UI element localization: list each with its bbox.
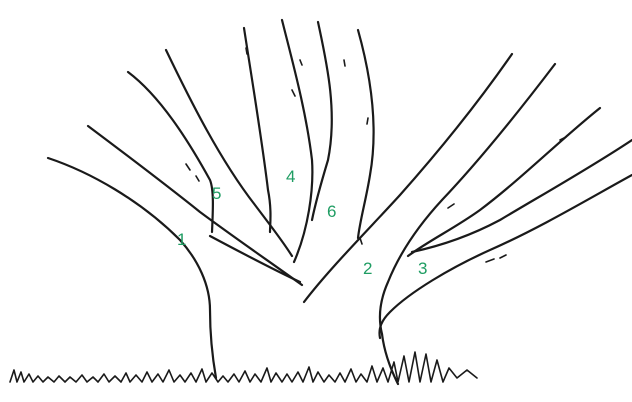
branch-2-left [304, 54, 512, 302]
branch-2-right [380, 64, 555, 334]
branch-label-2: 2 [363, 259, 372, 278]
branch-label-4: 4 [286, 167, 295, 186]
branch-label-5: 5 [212, 184, 221, 203]
branch-5-left [128, 72, 213, 232]
bark-marks [186, 48, 566, 262]
branch-4-right [282, 20, 312, 262]
branch-4-left [244, 28, 271, 232]
branch-6-left [312, 22, 332, 220]
branch-5-right [166, 50, 292, 256]
branch-6-right [358, 30, 374, 238]
grass-line [10, 352, 477, 382]
branch-label-1: 1 [177, 230, 186, 249]
branch-1-underside [210, 236, 300, 282]
trunk-left-edge [48, 158, 216, 378]
branch-label-3: 3 [418, 259, 427, 278]
branch-label-6: 6 [327, 202, 336, 221]
branch-3-lower [379, 175, 632, 338]
